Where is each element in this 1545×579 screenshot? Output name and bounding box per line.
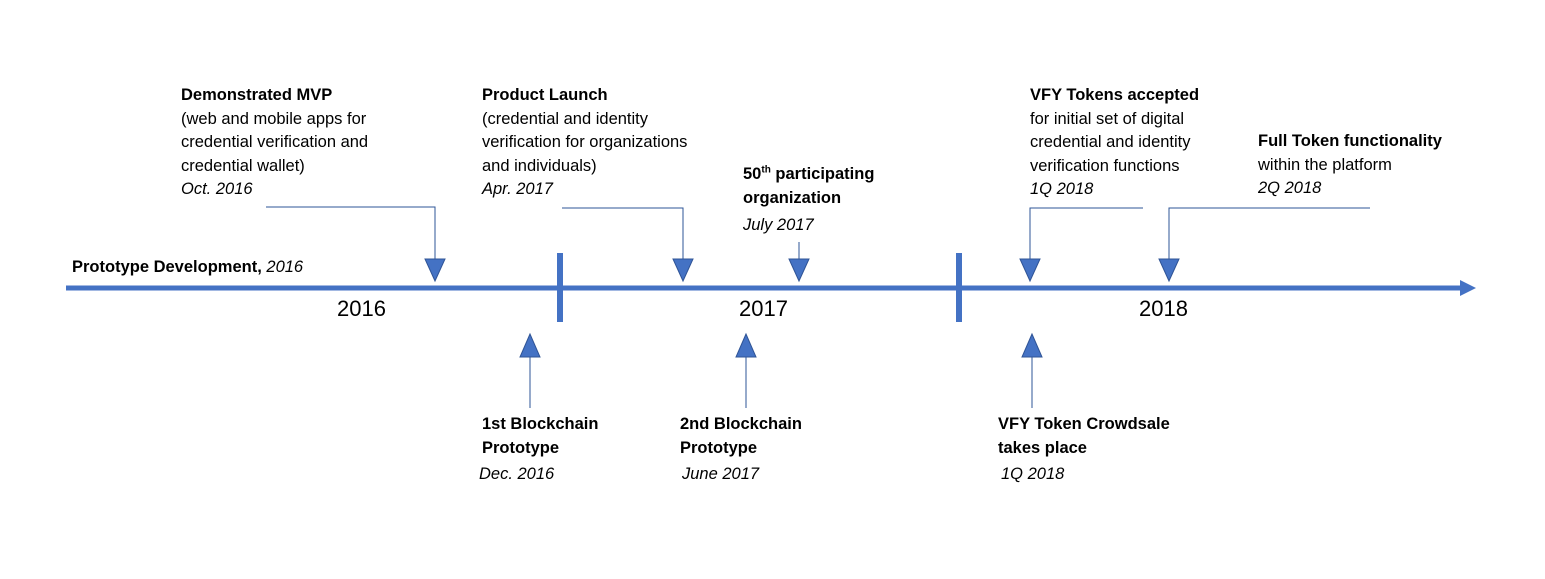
- marker-vfy-accepted-icon: [1019, 258, 1041, 283]
- marker-full-token-icon: [1158, 258, 1180, 283]
- milestone-title-line2: Prototype: [482, 438, 560, 457]
- milestone-desc: (credential and identity: [482, 109, 649, 128]
- marker-2nd-blockchain-icon: [735, 332, 757, 358]
- milestone-date: Dec. 2016: [479, 465, 555, 483]
- milestone-title-number: 50: [743, 165, 762, 183]
- milestone-date: 1Q 2018: [1030, 180, 1094, 198]
- milestone-title-superscript: th: [761, 164, 771, 176]
- connector-launch: [562, 207, 684, 262]
- milestone-title: 50th participating: [743, 163, 874, 187]
- milestone-product-launch: Product Launch (credential and identity …: [482, 84, 687, 202]
- timeline-arrowhead: [1460, 280, 1476, 296]
- year-divider-2017-2018: [956, 253, 962, 322]
- marker-50th-icon: [788, 258, 810, 283]
- marker-1st-blockchain-icon: [519, 332, 541, 358]
- milestone-title: 1st Blockchain: [482, 415, 599, 433]
- year-label-2017: 2017: [739, 296, 788, 321]
- milestone-title: VFY Tokens accepted: [1030, 86, 1200, 104]
- milestone-desc: credential verification and: [181, 133, 369, 151]
- milestone-desc: for initial set of digital: [1030, 109, 1185, 128]
- connector-vfy-accepted: [1029, 207, 1143, 262]
- milestone-title: VFY Token Crowdsale: [998, 415, 1170, 433]
- prototype-label: Prototype Development, 2016: [72, 258, 303, 277]
- marker-mvp-icon: [424, 258, 446, 283]
- milestone-title: Demonstrated MVP: [181, 86, 333, 104]
- connector-full-token: [1168, 207, 1370, 262]
- milestone-desc: and individuals): [482, 156, 597, 175]
- milestone-title-rest: participating: [770, 165, 875, 183]
- milestone-date: 2Q 2018: [1258, 179, 1322, 197]
- milestone-50th-org: 50th participating organization July 201…: [743, 163, 874, 238]
- milestone-title: Product Launch: [482, 86, 608, 104]
- milestone-1st-blockchain: 1st Blockchain Prototype Dec. 2016: [479, 413, 599, 487]
- milestone-date: Oct. 2016: [181, 180, 253, 198]
- milestone-date: 1Q 2018: [1001, 465, 1065, 483]
- milestone-date: June 2017: [682, 465, 760, 483]
- prototype-title: Prototype Development,: [72, 258, 262, 276]
- milestone-title-line2: takes place: [998, 438, 1087, 457]
- milestone-vfy-accepted: VFY Tokens accepted for initial set of d…: [1030, 84, 1199, 202]
- milestone-desc: credential and identity: [1030, 133, 1191, 151]
- milestone-date: Apr. 2017: [482, 180, 553, 198]
- milestone-2nd-blockchain: 2nd Blockchain Prototype June 2017: [680, 413, 802, 487]
- milestone-desc: verification for organizations: [482, 133, 688, 151]
- milestone-desc: within the platform: [1258, 155, 1392, 174]
- milestone-desc: (web and mobile apps for: [181, 109, 367, 128]
- milestone-title: Full Token functionality: [1258, 132, 1442, 150]
- milestone-title-line2: Prototype: [680, 438, 758, 457]
- milestone-title-line2: organization: [743, 188, 842, 207]
- milestone-crowdsale: VFY Token Crowdsale takes place 1Q 2018: [998, 413, 1170, 487]
- milestone-mvp: Demonstrated MVP (web and mobile apps fo…: [181, 84, 368, 202]
- milestone-desc: credential wallet): [181, 156, 305, 175]
- milestone-title: 2nd Blockchain: [680, 415, 802, 433]
- milestone-full-token: Full Token functionality within the plat…: [1258, 130, 1442, 201]
- year-label-2016: 2016: [337, 296, 386, 321]
- marker-crowdsale-icon: [1021, 332, 1043, 358]
- year-label-2018: 2018: [1139, 296, 1188, 321]
- marker-launch-icon: [672, 258, 694, 283]
- milestone-date: July 2017: [743, 216, 814, 234]
- milestone-desc: verification functions: [1030, 156, 1180, 175]
- connector-mvp: [266, 206, 436, 262]
- year-divider-2016-2017: [557, 253, 563, 322]
- prototype-date: 2016: [266, 258, 304, 276]
